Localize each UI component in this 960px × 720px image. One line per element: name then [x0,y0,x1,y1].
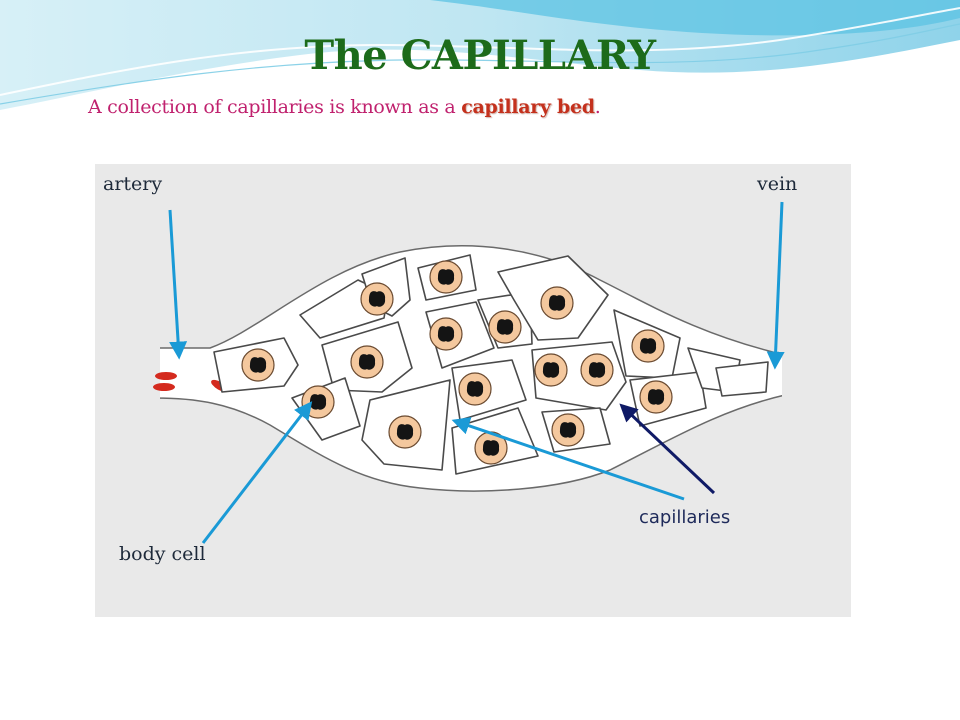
red-blood-cell [153,383,175,391]
capillaries-arrow-dark [619,403,716,495]
vein-label: vein [756,173,797,195]
body-cell [534,353,568,387]
body-cell [241,348,275,382]
header-wave-line-2 [0,23,960,105]
header-wave-dark [430,0,960,36]
subtitle-text: A collection of capillaries is known as … [88,96,462,118]
artery-label: artery [103,173,162,195]
body-cell [488,310,522,344]
body-cell [350,345,384,379]
slide-subtitle: A collection of capillaries is known as … [88,96,601,118]
body-cell [429,317,463,351]
red-blood-cell [155,372,177,380]
body-cell-label: body cell [119,543,206,565]
body-cell [301,385,335,419]
tissue-space [715,361,769,397]
subtitle-end: . [594,96,601,118]
body-cell [580,353,614,387]
vein-arrow [766,201,785,370]
artery-end [152,347,160,399]
slide-title: The CAPILLARY [304,32,656,79]
body-cell [540,286,574,320]
body-cell [360,282,394,316]
body-cell [458,372,492,406]
vein-end [782,352,790,398]
capillaries-arrow [451,417,685,501]
header-wave-line [0,7,960,96]
body-cell [639,380,673,414]
body-cell [551,413,585,447]
body-cell [631,329,665,363]
capillaries-label: capillaries [639,507,730,528]
body-cell [388,415,422,449]
body-cell-arrow [201,401,313,544]
subtitle-highlight: capillary bed [461,96,595,118]
body-cell [429,260,463,294]
artery-arrow [168,209,188,360]
